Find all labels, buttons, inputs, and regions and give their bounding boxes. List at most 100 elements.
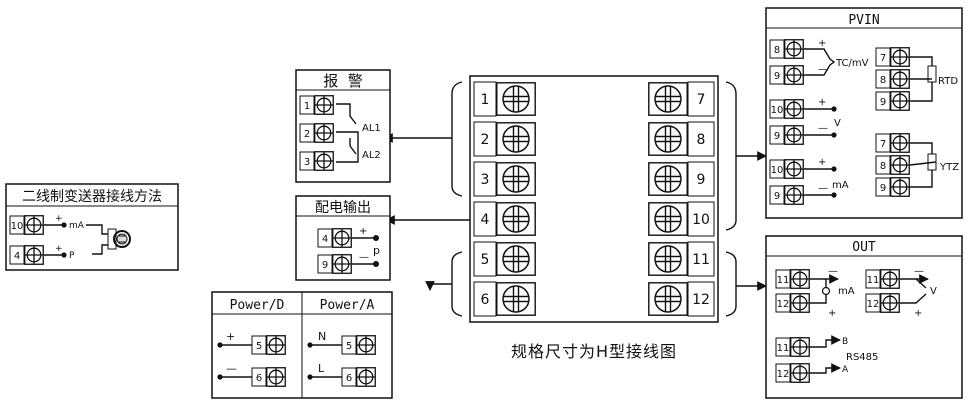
pvin-v-terminal: 10: [769, 99, 804, 119]
main-terminal-8: 8: [648, 121, 715, 157]
out-ma-terminal: 12: [775, 293, 810, 313]
screw-terminal-icon: [890, 47, 910, 67]
main-terminal-number: 9: [697, 172, 706, 188]
pvin-ytz-label: YTZ: [939, 162, 959, 173]
transmitter-device-icon: [86, 224, 131, 255]
pvin-tc-sign: +: [818, 38, 826, 49]
pvin-title: PVIN: [848, 13, 879, 28]
pvin-ytz-terminal-8: 8: [875, 155, 910, 175]
two-wire-terminal-10: 10: [9, 215, 44, 235]
alarm-terminal-1-number: 1: [304, 101, 310, 112]
main-terminal-number: 4: [481, 212, 490, 228]
power-a-title: Power/A: [320, 298, 375, 313]
screw-terminal-icon: [890, 177, 910, 197]
screw-terminal-icon: [266, 367, 286, 387]
power-a-sign: L: [318, 362, 325, 375]
main-terminal-3: 3: [473, 161, 536, 197]
screw-terminal-icon: [266, 335, 286, 355]
screw-terminal-icon: [356, 367, 376, 387]
pvin-ytz-terminal-7-number: 7: [880, 139, 886, 150]
screw-terminal-icon: [24, 245, 44, 265]
pvin-ma-terminal-number: 9: [774, 191, 780, 202]
screw-terminal-icon: [24, 215, 44, 235]
screw-terminal-icon: [790, 293, 810, 313]
pvin-rtd-terminal-9-number: 9: [880, 97, 886, 108]
two-wire-panel: 二线制变送器接线方法 10+mA4+P: [5, 183, 179, 271]
screw-terminal-icon: [784, 99, 804, 119]
bracket-pvin: [725, 81, 737, 231]
two-wire-terminal-4-number: 4: [14, 251, 20, 262]
alarm-title: 报 警: [323, 72, 363, 90]
main-terminal-11: 11: [648, 241, 715, 277]
pvin-rtd-terminal-8: 8: [875, 69, 910, 89]
screw-terminal-icon: [496, 82, 536, 116]
out-title: OUT: [852, 240, 876, 255]
pvin-v-sign: +: [818, 97, 826, 108]
screw-terminal-icon: [496, 122, 536, 156]
alarm-label-al1: AL1: [362, 123, 381, 134]
power-out-title: 配电输出: [315, 200, 371, 216]
out-rs-end: A: [842, 365, 849, 375]
screw-terminal-icon: [890, 91, 910, 111]
screw-terminal-icon: [648, 162, 688, 196]
screw-terminal-icon: [332, 254, 352, 274]
diagram-caption: 规格尺寸为H型接线图: [511, 342, 677, 361]
out-rs-terminal-number: 12: [777, 369, 790, 380]
pvin-ma-sign: —: [818, 183, 828, 194]
screw-terminal-icon: [648, 122, 688, 156]
pvin-v-terminal: 9: [769, 125, 804, 145]
screw-terminal-icon: [790, 363, 810, 383]
out-v-terminal-number: 11: [867, 275, 880, 286]
alarm-terminal-3-number: 3: [304, 157, 310, 168]
pvin-v-terminal-number: 9: [774, 131, 780, 142]
main-terminal-number: 12: [692, 292, 710, 308]
out-ma-sign: —: [828, 266, 838, 277]
power-a-terminal-5-number: 5: [346, 341, 352, 352]
pvin-ma-label: mA: [832, 180, 849, 191]
power-d-terminal-5-number: 5: [256, 341, 262, 352]
power-a-terminal-6-number: 6: [346, 373, 352, 384]
out-ma-terminal-number: 11: [777, 275, 790, 286]
power-out-terminal-9: 9: [317, 254, 352, 274]
power-a-sign: N: [318, 330, 326, 343]
pvin-ma-sign: +: [818, 157, 826, 168]
power-d-title: Power/D: [230, 298, 285, 313]
out-v-sign: —: [914, 266, 924, 277]
out-v-terminal-number: 12: [867, 299, 880, 310]
power-out-label: p: [373, 244, 380, 257]
main-terminal-12: 12: [648, 281, 715, 317]
pvin-ytz-terminal-8-number: 8: [880, 161, 886, 172]
pvin-tc-terminal-number: 9: [774, 71, 780, 82]
pvin-rtd-terminal-9: 9: [875, 91, 910, 111]
pvin-tc-sign: —: [818, 64, 828, 75]
screw-terminal-icon: [648, 82, 688, 116]
out-rs-terminal: 12: [775, 363, 810, 383]
main-terminal-number: 7: [697, 92, 706, 108]
out-ma-terminal: 11: [775, 269, 810, 289]
main-terminal-6: 6: [473, 281, 536, 317]
screw-terminal-icon: [496, 282, 536, 316]
screw-terminal-icon: [790, 269, 810, 289]
screw-terminal-icon: [332, 228, 352, 248]
main-terminal-number: 5: [481, 252, 490, 268]
pvin-tc-terminal: 8: [769, 39, 804, 59]
pvin-ma-terminal: 10: [769, 159, 804, 179]
alarm-terminal-1: 1: [299, 95, 334, 115]
out-rs-terminal-number: 11: [777, 343, 790, 354]
out-ma-terminal-number: 12: [777, 299, 790, 310]
power-d-sign: —: [226, 362, 237, 375]
power-a-terminal-5: 5: [341, 335, 376, 355]
pvin-ma-terminal-number: 10: [771, 165, 784, 176]
out-ma-sign: +: [828, 308, 836, 319]
pvin-tc-terminal-number: 8: [774, 45, 780, 56]
main-terminal-number: 8: [697, 132, 706, 148]
screw-terminal-icon: [784, 185, 804, 205]
pvin-v-terminal-number: 10: [771, 105, 784, 116]
pvin-ytz-terminal-9-number: 9: [880, 183, 886, 194]
main-terminal-7: 7: [648, 81, 715, 117]
power-a-terminal-6: 6: [341, 367, 376, 387]
